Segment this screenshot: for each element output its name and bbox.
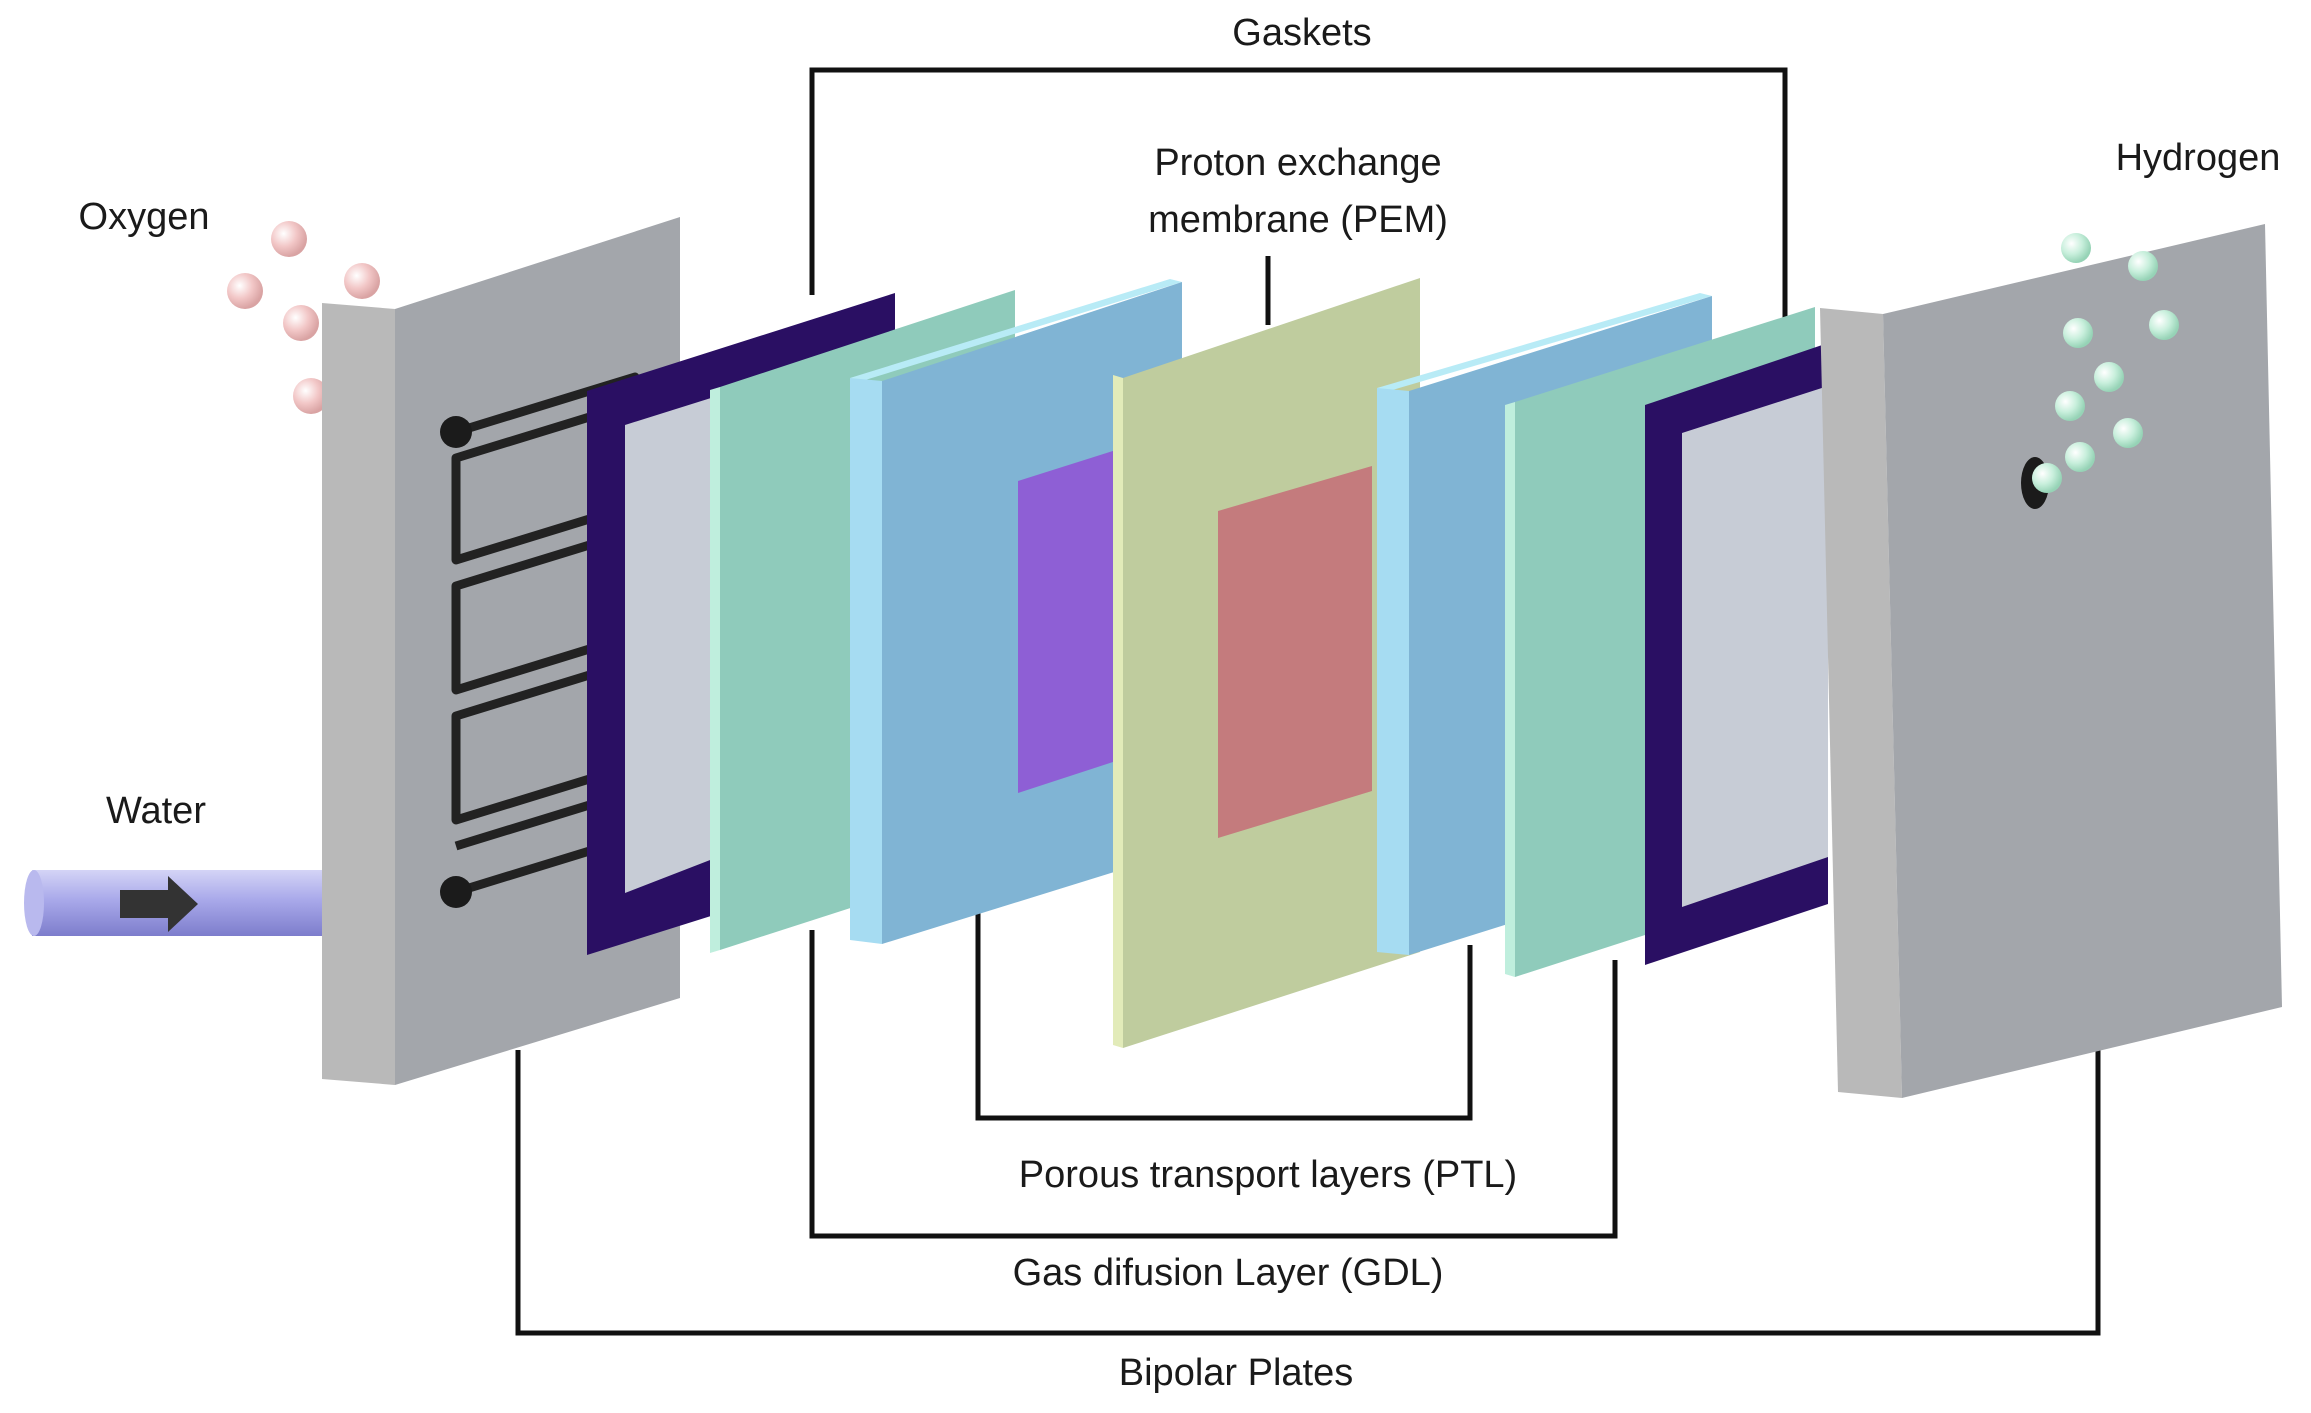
hydrogen-bubble	[2094, 362, 2124, 392]
hydrogen-bubble	[2113, 418, 2143, 448]
arrow-right-icon	[120, 876, 198, 932]
right-ptl-top	[1377, 293, 1712, 391]
left-ptl-edge	[850, 378, 882, 944]
hydrogen-label: Hydrogen	[2116, 137, 2281, 179]
gdl-bracket	[809, 930, 1618, 1239]
oxygen-bubbles	[227, 221, 380, 414]
hydrogen-bubble	[2061, 233, 2091, 263]
outlet-port-icon	[440, 876, 472, 908]
labels: Gaskets Proton exchange membrane (PEM) O…	[79, 12, 2281, 1394]
ptl-bracket	[975, 910, 1473, 1121]
hydrogen-bubble	[2063, 318, 2093, 348]
water-inlet	[24, 870, 332, 936]
right-bipolar-plate	[1820, 224, 2282, 1098]
water-pipe-end	[24, 870, 44, 936]
left-plate-edge	[322, 303, 395, 1085]
pem-label-line1: Proton exchange	[1154, 142, 1441, 184]
hydrogen-bubble	[2032, 463, 2062, 493]
right-plate-face	[1883, 224, 2282, 1098]
left-gdl-edge	[710, 387, 720, 953]
hydrogen-bubble	[2055, 391, 2085, 421]
pem-membrane	[1113, 278, 1420, 1048]
oxygen-bubble	[271, 221, 307, 257]
hydrogen-bubble	[2128, 251, 2158, 281]
anode-catalyst-layer	[1018, 450, 1116, 793]
right-gdl-edge	[1505, 402, 1515, 977]
oxygen-bubble	[283, 305, 319, 341]
hydrogen-bubble	[2065, 442, 2095, 472]
hydrogen-bubble	[2149, 310, 2179, 340]
left-ptl-top	[850, 279, 1182, 381]
hydrogen-bubbles	[2032, 233, 2179, 493]
leader-lines	[515, 67, 2101, 1336]
ptl-label: Porous transport layers (PTL)	[1019, 1154, 1517, 1196]
water-label: Water	[106, 790, 206, 832]
pem-edge	[1113, 375, 1123, 1048]
inlet-port-icon	[440, 416, 472, 448]
bipolar-plates-label: Bipolar Plates	[1119, 1352, 1353, 1394]
oxygen-bubble	[227, 273, 263, 309]
right-gasket-window	[1682, 386, 1828, 907]
left-ptl	[850, 279, 1182, 944]
gdl-label: Gas difusion Layer (GDL)	[1013, 1252, 1444, 1294]
gaskets-label: Gaskets	[1232, 12, 1371, 54]
right-ptl-edge	[1377, 388, 1409, 955]
cathode-catalyst-layer	[1218, 466, 1372, 838]
right-plate-edge	[1820, 308, 1902, 1098]
oxygen-bubble	[344, 263, 380, 299]
right-gasket	[1645, 343, 1828, 965]
gaskets-bracket	[809, 67, 1788, 322]
bipolar-bracket	[515, 1045, 2101, 1336]
oxygen-label: Oxygen	[79, 196, 210, 238]
pem-label-line2: membrane (PEM)	[1148, 199, 1448, 241]
oxygen-bubble	[293, 378, 329, 414]
